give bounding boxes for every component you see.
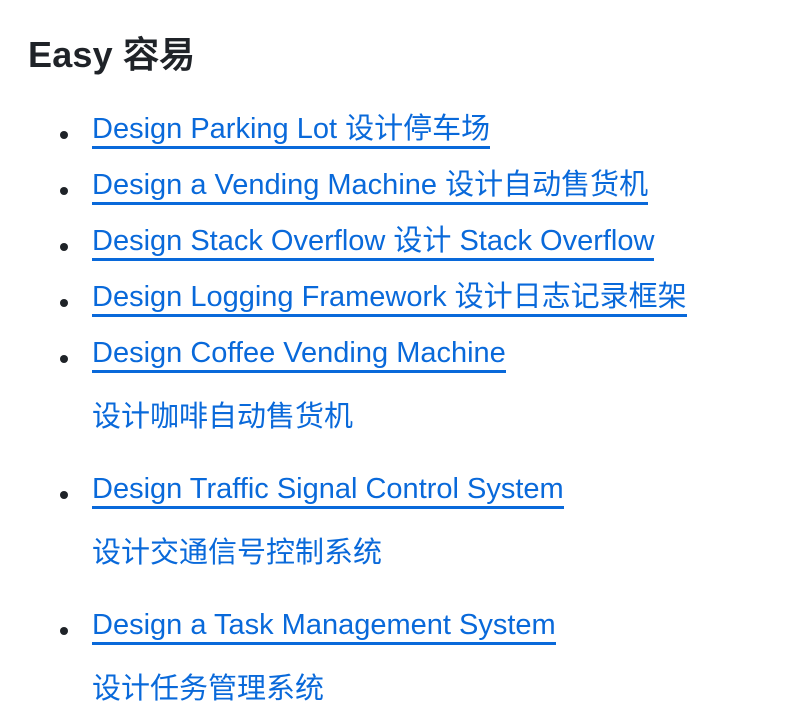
link-coffee-vending-machine[interactable]: Design Coffee Vending Machine [92,336,506,373]
link-vending-machine[interactable]: Design a Vending Machine 设计自动售货机 [92,168,649,205]
link-logging-framework[interactable]: Design Logging Framework 设计日志记录框架 [92,280,687,317]
bullet-icon [60,243,68,251]
bullet-icon [60,627,68,635]
section-heading: Easy 容易 [28,34,196,75]
bullet-icon [60,299,68,307]
link-parking-lot[interactable]: Design Parking Lot 设计停车场 [92,112,491,149]
bullet-icon [60,491,68,499]
link-subtitle: 设计任务管理系统 [92,673,325,705]
bullet-icon [60,355,68,363]
link-stack-overflow[interactable]: Design Stack Overflow 设计 Stack Overflow [92,224,655,261]
bullet-icon [60,187,68,195]
link-task-management[interactable]: Design a Task Management System [92,608,556,645]
link-subtitle: 设计咖啡自动售货机 [92,401,354,433]
link-traffic-signal[interactable]: Design Traffic Signal Control System [92,472,564,509]
bullet-icon [60,131,68,139]
link-subtitle: 设计交通信号控制系统 [92,537,383,569]
